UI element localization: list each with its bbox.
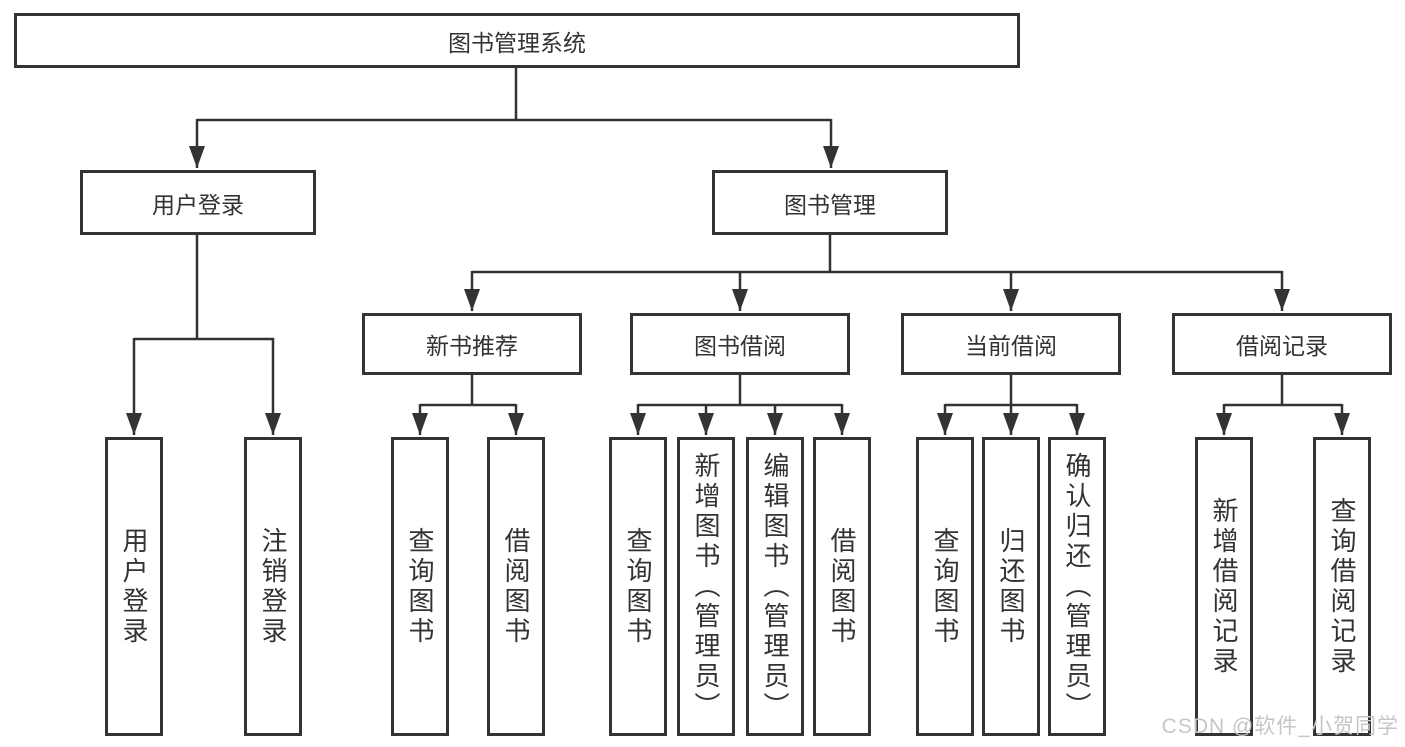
- leaf-label: 查询图书: [405, 526, 435, 647]
- leaf-label: 编辑图书（管理员）: [760, 451, 790, 722]
- node-label: 新书推荐: [426, 333, 518, 359]
- node-label: 用户登录: [152, 191, 244, 218]
- leaf-query-books-recommend: 查询图书: [391, 437, 449, 736]
- leaf-return-books: 归还图书: [982, 437, 1040, 736]
- leaf-label: 归还图书: [996, 526, 1026, 647]
- node-current-borrow: 当前借阅: [901, 313, 1121, 375]
- leaf-label: 查询图书: [623, 526, 653, 647]
- leaf-query-books-borrow: 查询图书: [609, 437, 667, 736]
- leaf-label: 借阅图书: [827, 526, 857, 647]
- node-new-book-recommend: 新书推荐: [362, 313, 582, 375]
- node-label: 图书管理系统: [448, 29, 586, 56]
- leaf-label: 借阅图书: [501, 526, 531, 647]
- node-borrow-records: 借阅记录: [1172, 313, 1392, 375]
- leaf-label: 新增图书（管理员）: [691, 451, 721, 722]
- leaf-confirm-return-admin: 确认归还（管理员）: [1048, 437, 1106, 736]
- leaf-edit-books-admin: 编辑图书（管理员）: [746, 437, 804, 736]
- leaf-borrow-books-recommend: 借阅图书: [487, 437, 545, 736]
- leaf-label: 新增借阅记录: [1209, 496, 1239, 677]
- leaf-label: 查询借阅记录: [1327, 496, 1357, 677]
- node-label: 图书管理: [784, 191, 876, 218]
- node-book-management: 图书管理: [712, 170, 948, 235]
- node-user-login: 用户登录: [80, 170, 316, 235]
- leaf-borrow-books-borrow: 借阅图书: [813, 437, 871, 736]
- leaf-label: 查询图书: [930, 526, 960, 647]
- leaf-label: 确认归还（管理员）: [1062, 451, 1092, 722]
- leaf-add-books-admin: 新增图书（管理员）: [677, 437, 735, 736]
- node-label: 借阅记录: [1236, 333, 1328, 359]
- node-book-borrow: 图书借阅: [630, 313, 850, 375]
- node-library-management-system: 图书管理系统: [14, 13, 1020, 68]
- leaf-add-borrow-record: 新增借阅记录: [1195, 437, 1253, 736]
- node-label: 当前借阅: [965, 333, 1057, 359]
- leaf-logout: 注销登录: [244, 437, 302, 736]
- leaf-query-borrow-record: 查询借阅记录: [1313, 437, 1371, 736]
- leaf-query-books-current: 查询图书: [916, 437, 974, 736]
- leaf-label: 用户登录: [119, 526, 149, 647]
- csdn-watermark: CSDN @软件_小贺同学: [1161, 715, 1399, 738]
- leaf-user-login: 用户登录: [105, 437, 163, 736]
- node-label: 图书借阅: [694, 333, 786, 359]
- leaf-label: 注销登录: [258, 526, 288, 647]
